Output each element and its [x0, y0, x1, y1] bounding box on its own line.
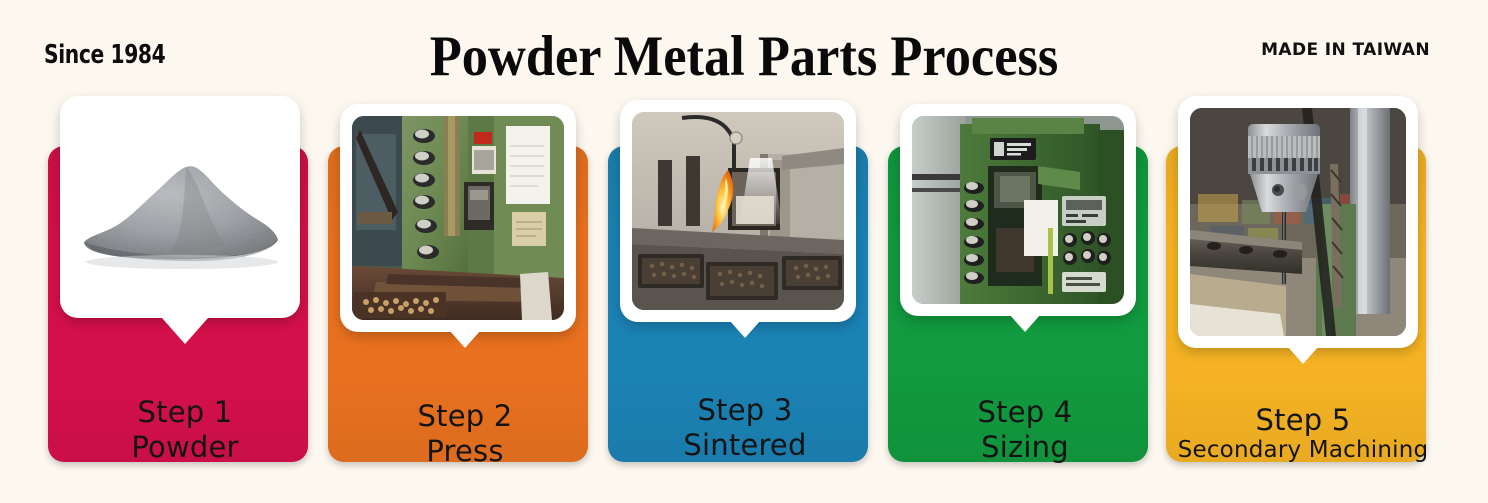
step-4-photo-frame [900, 104, 1136, 316]
step-5-photo [1190, 108, 1406, 336]
step-3-photo-frame [620, 100, 856, 322]
process-step-3[interactable]: Step 3 Sintered [604, 0, 886, 503]
process-step-4[interactable]: Step 4 Sizing [884, 0, 1166, 503]
process-step-2[interactable]: Step 2 Press [324, 0, 606, 503]
compacting-press-image [352, 116, 564, 320]
step-1-name: Powder [131, 430, 239, 465]
step-3-name: Sintered [683, 428, 807, 463]
step-5-labels: Step 5 Secondary Machining [1162, 403, 1444, 465]
sizing-press-image [912, 116, 1124, 304]
step-5-photo-frame [1178, 96, 1418, 348]
sintering-furnace-image [632, 112, 844, 310]
step-5-number: Step 5 [1255, 402, 1351, 437]
step-4-name: Sizing [981, 430, 1069, 465]
step-2-labels: Step 2 Press [324, 399, 606, 469]
step-4-number: Step 4 [977, 395, 1073, 430]
step-2-number: Step 2 [417, 399, 513, 434]
step-1-photo [66, 102, 294, 312]
since-badge: Since 1984 [44, 40, 166, 70]
step-2-photo-frame [340, 104, 576, 332]
step-1-photo-frame [60, 96, 300, 318]
step-5-name: Secondary Machining [1177, 437, 1429, 464]
page-title: Powder Metal Parts Process [429, 25, 1059, 88]
powder-heap-image [66, 102, 294, 312]
step-3-number: Step 3 [697, 393, 793, 428]
step-2-photo [352, 116, 564, 320]
step-2-name: Press [426, 434, 504, 469]
step-4-photo [912, 116, 1124, 304]
step-3-labels: Step 3 Sintered [604, 393, 886, 463]
drill-press-machining-image [1190, 108, 1406, 336]
step-1-number: Step 1 [137, 395, 233, 430]
made-in-taiwan-badge: MADE IN TAIWAN [1261, 40, 1430, 60]
step-4-labels: Step 4 Sizing [884, 395, 1166, 465]
step-3-photo [632, 112, 844, 310]
process-step-5[interactable]: Step 5 Secondary Machining [1162, 0, 1444, 503]
step-1-labels: Step 1 Powder [44, 395, 326, 465]
process-step-1[interactable]: Step 1 Powder [44, 0, 326, 503]
